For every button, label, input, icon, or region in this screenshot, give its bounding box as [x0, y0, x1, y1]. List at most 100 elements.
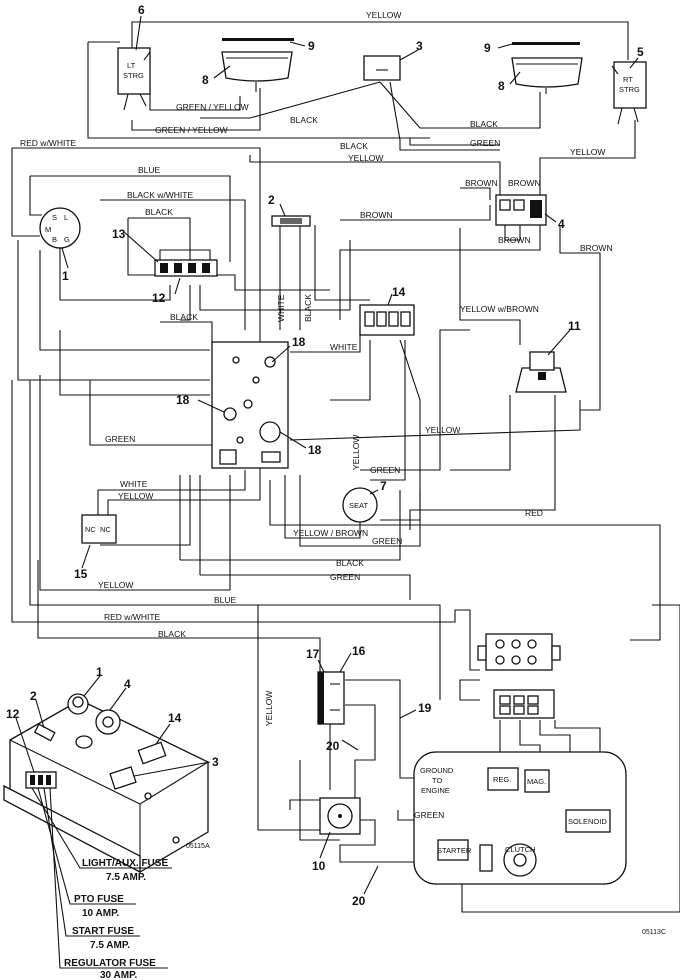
wire-label: YELLOW — [264, 691, 274, 726]
wire-label: GREEN — [372, 536, 402, 546]
wire-label: YELLOW — [570, 147, 605, 157]
svg-text:L: L — [64, 213, 68, 222]
callout-number: 20 — [326, 739, 340, 753]
wire-label: YELLOW — [425, 425, 460, 435]
wire-label: BLACK — [470, 119, 498, 129]
callout-number: 1 — [96, 665, 103, 679]
reg-label: REG. — [493, 775, 511, 784]
wire-label: YELLOW w/BROWN — [460, 304, 539, 314]
wire-label: BROWN — [360, 210, 393, 220]
mag-label: MAG. — [527, 777, 546, 786]
callout-number: 7 — [380, 479, 387, 493]
wire-label: GREEN — [470, 138, 500, 148]
control-module-18 — [211, 341, 289, 469]
callout-number: 1 — [62, 269, 69, 283]
callout-number: 4 — [558, 217, 565, 231]
nc-switch-15: NC NC — [81, 514, 117, 544]
light-switch — [363, 55, 401, 81]
callout-number: 10 — [312, 859, 326, 873]
wire-label: YELLOW — [348, 153, 383, 163]
wire-label: BROWN — [580, 243, 613, 253]
callout-number: 13 — [112, 227, 126, 241]
callout-number: 17 — [306, 647, 320, 661]
ground-label-1: GROUND — [420, 766, 454, 775]
fuse-name: LIGHT/AUX. FUSE — [82, 858, 168, 869]
wire-label: BLUE — [214, 595, 237, 605]
wire-label: BLACK — [158, 629, 186, 639]
callout-number: 11 — [568, 319, 581, 333]
solenoid-label: SOLENOID — [568, 817, 607, 826]
seat-switch-7: SEAT — [342, 487, 378, 523]
headlight-right — [511, 57, 583, 94]
svg-text:S: S — [52, 213, 57, 222]
pto-switch-11 — [515, 351, 567, 393]
wire-labels: YELLOW GREEN / YELLOW GREEN / YELLOW BLA… — [20, 10, 613, 820]
fuse-rating: 30 AMP. — [100, 970, 137, 980]
ground-label-2: TO — [432, 776, 442, 785]
control-panel-inset — [3, 693, 209, 969]
wire-label: BLACK — [336, 558, 364, 568]
wire-label: BROWN — [508, 178, 541, 188]
fuse-name: PTO FUSE — [74, 894, 124, 905]
callout-number: 2 — [268, 193, 275, 207]
wire-label: WHITE — [276, 294, 286, 322]
callout-number: 14 — [392, 285, 406, 299]
fuse-name: REGULATOR FUSE — [64, 958, 156, 969]
wire-label: RED w/WHITE — [20, 138, 77, 148]
relay-connector-4 — [495, 194, 547, 232]
lt-strg-label-1: LT — [127, 61, 136, 70]
callout-number: 18 — [176, 393, 190, 407]
fuse-rating: 7.5 AMP. — [90, 940, 130, 951]
wire-label: BLACK — [290, 115, 318, 125]
ignition-switch: S L M B G — [39, 207, 81, 249]
seat-label: SEAT — [349, 501, 368, 510]
wire-label: BLACK — [145, 207, 173, 217]
callout-number: 3 — [416, 39, 423, 53]
starter-label: STARTER — [437, 846, 472, 855]
ground-label-3: ENGINE — [421, 786, 450, 795]
diagram-reference-code: 05113C — [642, 929, 666, 936]
wire-label: GREEN — [330, 572, 360, 582]
rt-strg-label-2: STRG — [619, 85, 640, 94]
callout-number: 3 — [212, 755, 219, 769]
callout-number: 16 — [352, 644, 366, 658]
lt-strg-switch: LT STRG — [117, 47, 151, 111]
wire-label: BLACK — [340, 141, 368, 151]
callout-number: 14 — [168, 711, 182, 725]
lens-strip-left — [222, 38, 294, 41]
wire-label: RED — [525, 508, 543, 518]
wire-label: GREEN — [105, 434, 135, 444]
lt-strg-label-2: STRG — [123, 71, 144, 80]
rt-strg-switch: RT STRG — [611, 61, 647, 125]
callout-number: 2 — [30, 689, 37, 703]
wire-label: BLACK w/WHITE — [127, 190, 193, 200]
wire-label: GREEN — [414, 810, 444, 820]
callout-number: 4 — [124, 677, 131, 691]
callout-number: 12 — [152, 291, 166, 305]
wire-label: GREEN — [370, 465, 400, 475]
starter-relay-10 — [319, 797, 361, 835]
clutch-label: CLUTCH — [505, 845, 535, 854]
wire-label: YELLOW — [351, 435, 361, 470]
inset-reference-code: 05115A — [186, 843, 210, 850]
fuse-rating: 7.5 AMP. — [106, 872, 146, 883]
wire-label: BROWN — [465, 178, 498, 188]
wire-label: GREEN / YELLOW — [155, 125, 228, 135]
callout-number: 5 — [637, 45, 644, 59]
callout-leaders — [15, 15, 639, 895]
fuse-name: START FUSE — [72, 926, 134, 937]
callout-number: 12 — [6, 707, 20, 721]
svg-text:M: M — [45, 225, 51, 234]
callout-number: 15 — [74, 567, 88, 581]
callout-number: 6 — [138, 3, 145, 17]
fuse-block — [154, 259, 218, 277]
wires — [11, 21, 680, 913]
svg-text:B: B — [52, 235, 57, 244]
fuse-rating: 10 AMP. — [82, 908, 119, 919]
wire-label: BLUE — [138, 165, 161, 175]
wire-label: RED w/WHITE — [104, 612, 161, 622]
callout-number: 18 — [292, 335, 306, 349]
nc-right-label: NC — [100, 525, 111, 534]
rt-strg-label-1: RT — [623, 75, 633, 84]
engine-connector-lower — [493, 689, 555, 719]
